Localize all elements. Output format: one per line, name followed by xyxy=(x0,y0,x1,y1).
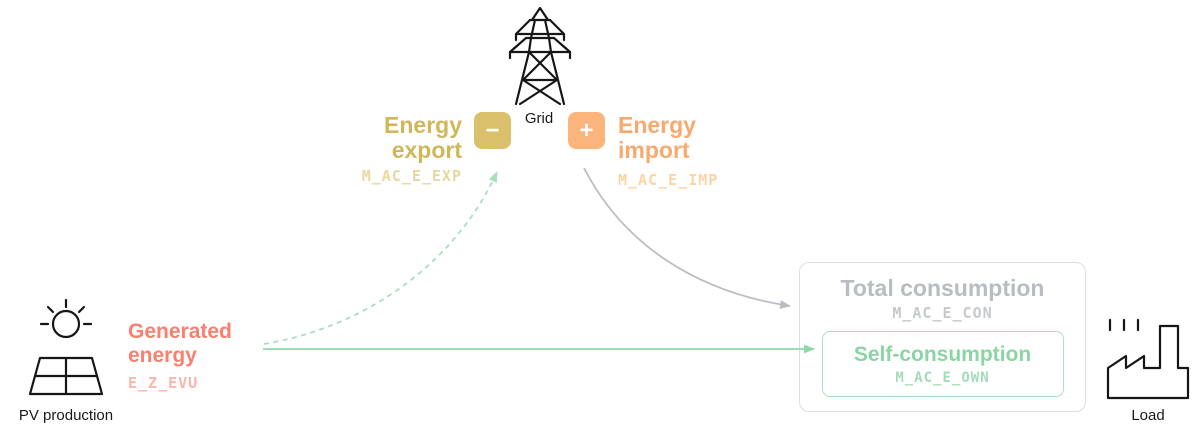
import-plus-badge: + xyxy=(568,112,605,149)
total-consumption-title: Total consumption xyxy=(840,275,1045,301)
total-consumption-code: M_AC_E_CON xyxy=(892,304,993,322)
import-meter-code: M_AC_E_IMP xyxy=(618,171,719,189)
export-minus-badge: − xyxy=(474,112,511,149)
solar-panel-sun-icon xyxy=(20,298,112,402)
factory-icon xyxy=(1104,318,1192,400)
self-consumption-title: Self-consumption xyxy=(853,342,1032,366)
total-consumption-box: Total consumption M_AC_E_CON Self-consum… xyxy=(799,262,1086,412)
pv-production-label: PV production xyxy=(18,407,114,424)
energy-export-title: Energy export xyxy=(384,112,462,163)
self-consumption-box: Self-consumption M_AC_E_OWN xyxy=(821,331,1064,397)
transmission-tower-icon xyxy=(502,4,578,106)
energy-import-title: Energy import xyxy=(618,112,696,163)
self-consumption-code: M_AC_E_OWN xyxy=(895,369,990,386)
load-label: Load xyxy=(1131,407,1165,424)
arrow-generated-to-export xyxy=(263,170,498,345)
generated-energy-title: Generated energy xyxy=(128,320,232,367)
grid-label: Grid xyxy=(524,110,554,127)
plus-icon: + xyxy=(579,116,594,144)
generated-energy-code: E_Z_EVU xyxy=(128,374,199,392)
minus-icon: − xyxy=(485,116,500,144)
export-meter-code: M_AC_E_EXP xyxy=(361,167,462,185)
